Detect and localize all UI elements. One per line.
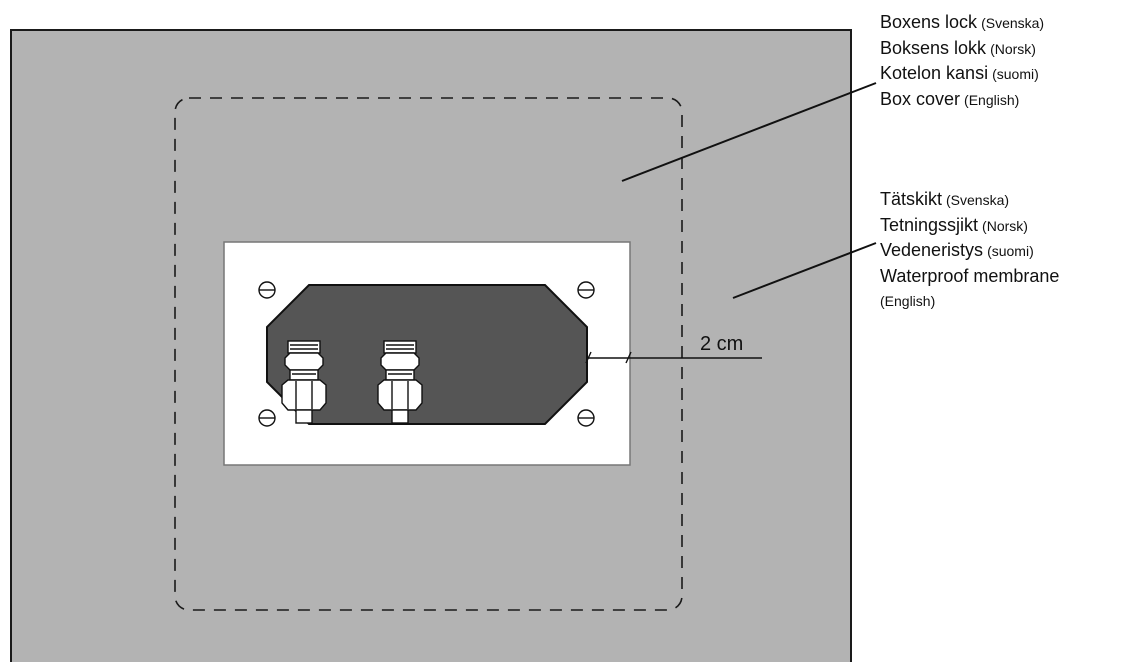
box-cover-label-sv: Boxens lock(Svenska) xyxy=(880,12,1045,32)
membrane-label-sv: Tätskikt(Svenska) xyxy=(880,189,1010,209)
membrane-labels: Tätskikt(Svenska) Tetningssjikt(Norsk) V… xyxy=(880,187,1059,314)
membrane-leader xyxy=(732,242,877,299)
membrane-label-en-lang: (English) xyxy=(880,293,936,309)
membrane-label-en: Waterproof membrane xyxy=(880,265,1060,286)
dimension-line xyxy=(585,351,762,364)
cable-gland-icon xyxy=(281,340,327,424)
box-cover-label-fi: Kotelon kansi(suomi) xyxy=(880,63,1039,83)
junction-box xyxy=(266,284,588,425)
screw-icon xyxy=(258,281,276,299)
membrane-label-fi: Vedeneristys(suomi) xyxy=(880,240,1034,260)
screw-icon xyxy=(258,409,276,427)
dimension-label: 2 cm xyxy=(700,333,744,355)
screw-icon xyxy=(577,409,595,427)
box-cover-label-no: Boksens lokk(Norsk) xyxy=(880,37,1036,58)
membrane-label-no: Tetningssjikt(Norsk) xyxy=(880,214,1028,235)
box-cover-label-en: Box cover(English) xyxy=(880,88,1020,109)
cable-gland-icon xyxy=(377,340,423,424)
screw-icon xyxy=(577,281,595,299)
box-cover-labels: Boxens lock(Svenska) Boksens lokk(Norsk)… xyxy=(880,10,1044,112)
box-cover-leader xyxy=(621,82,877,182)
box-cover-outline xyxy=(174,97,683,611)
